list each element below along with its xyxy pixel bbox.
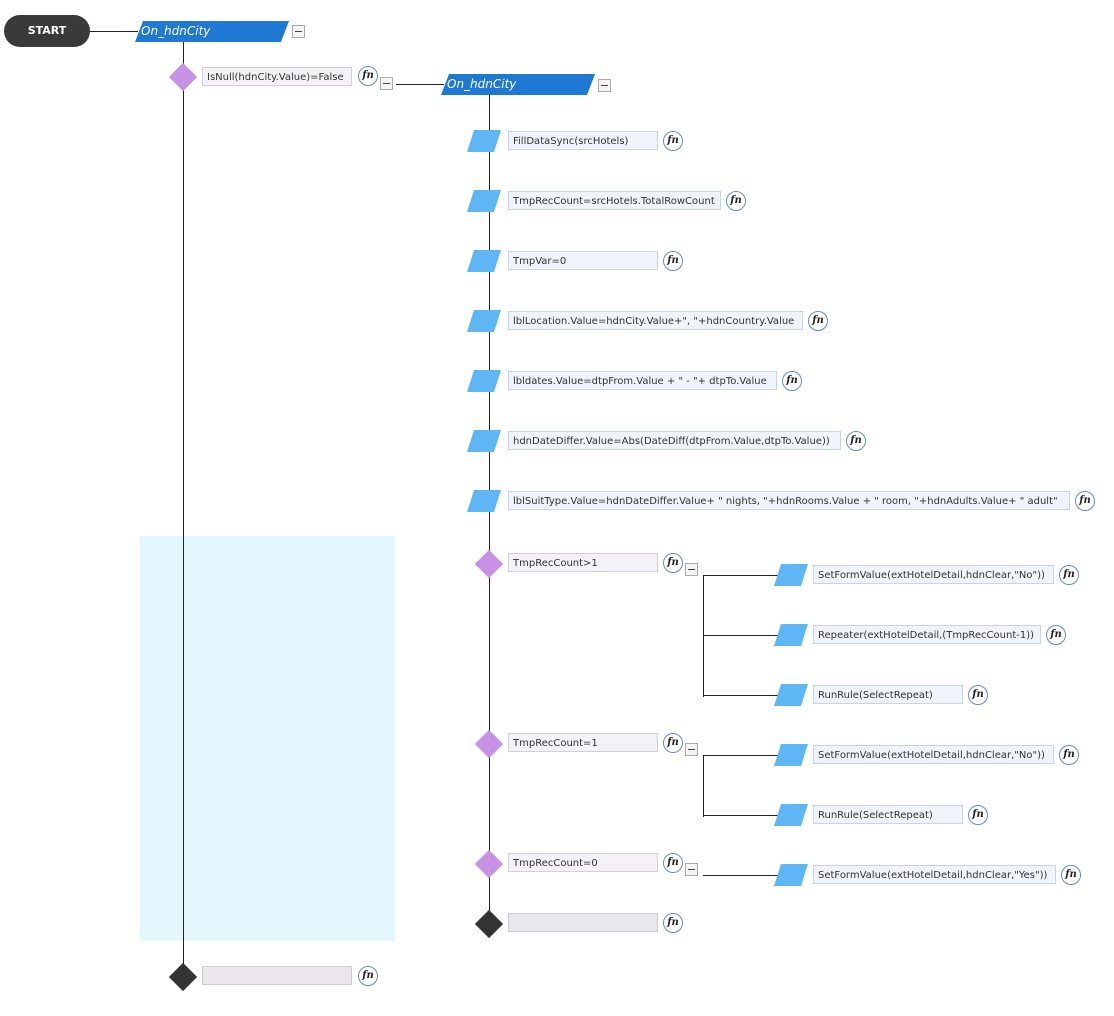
action-shape: [467, 310, 501, 332]
condition-eq1[interactable]: TmpRecCount=1: [508, 733, 658, 752]
connector: [703, 815, 779, 816]
fn-icon[interactable]: fn: [1059, 565, 1079, 585]
action-shape: [467, 250, 501, 272]
end-diamond[interactable]: [474, 909, 504, 939]
connector: [703, 875, 779, 876]
fn-icon[interactable]: fn: [1075, 491, 1095, 511]
action-shape: [774, 684, 808, 706]
fn-icon[interactable]: fn: [782, 371, 802, 391]
collapse-toggle[interactable]: [598, 79, 611, 92]
condition-diamond[interactable]: [474, 849, 504, 879]
connector: [703, 575, 779, 576]
action-setformvalue-no[interactable]: SetFormValue(extHotelDetail,hdnClear,"No…: [813, 565, 1054, 584]
action-shape: [774, 564, 808, 586]
empty-condition[interactable]: [202, 966, 352, 985]
action-lbldates[interactable]: lbldates.Value=dtpFrom.Value + " - "+ dt…: [508, 371, 777, 390]
fn-icon[interactable]: fn: [968, 805, 988, 825]
connector: [703, 755, 704, 817]
fn-icon[interactable]: fn: [1061, 865, 1081, 885]
action-repeater[interactable]: Repeater(extHotelDetail,(TmpRecCount-1)): [813, 625, 1041, 644]
fn-icon[interactable]: fn: [358, 966, 378, 986]
condition-diamond[interactable]: [474, 549, 504, 579]
action-shape: [774, 744, 808, 766]
action-shape: [467, 130, 501, 152]
action-shape: [467, 430, 501, 452]
selection-highlight: [140, 536, 395, 941]
action-setformvalue-yes[interactable]: SetFormValue(extHotelDetail,hdnClear,"Ye…: [813, 865, 1056, 884]
action-shape: [467, 190, 501, 212]
action-shape: [774, 864, 808, 886]
action-runrule[interactable]: RunRule(SelectRepeat): [813, 805, 963, 824]
condition-diamond[interactable]: [474, 729, 504, 759]
connector: [396, 84, 444, 85]
fn-icon[interactable]: fn: [1059, 745, 1079, 765]
connector: [703, 575, 704, 697]
event-on-hdncity-inner[interactable]: On_hdnCity: [441, 74, 595, 95]
event-on-hdncity[interactable]: On_hdnCity: [135, 21, 289, 42]
collapse-toggle[interactable]: [380, 77, 393, 90]
connector: [703, 635, 779, 636]
action-setformvalue-no[interactable]: SetFormValue(extHotelDetail,hdnClear,"No…: [813, 745, 1054, 764]
event-shape: [135, 21, 289, 42]
condition-eq0[interactable]: TmpRecCount=0: [508, 853, 658, 872]
fn-icon[interactable]: fn: [726, 191, 746, 211]
fn-icon[interactable]: fn: [663, 853, 683, 873]
fn-icon[interactable]: fn: [663, 733, 683, 753]
action-shape: [467, 370, 501, 392]
empty-condition[interactable]: [508, 913, 658, 932]
action-shape: [467, 490, 501, 512]
fn-icon[interactable]: fn: [663, 913, 683, 933]
fn-icon[interactable]: fn: [663, 131, 683, 151]
action-hdndatediffer[interactable]: hdnDateDiffer.Value=Abs(DateDiff(dtpFrom…: [508, 431, 841, 450]
action-lblsuittype[interactable]: lblSuitType.Value=hdnDateDiffer.Value+ "…: [508, 491, 1070, 510]
event-label: On_hdnCity: [141, 24, 211, 38]
fn-icon[interactable]: fn: [1046, 625, 1066, 645]
event-label: On_hdnCity: [447, 77, 517, 91]
action-filldatasync[interactable]: FillDataSync(srcHotels): [508, 131, 658, 150]
collapse-toggle[interactable]: [685, 563, 698, 576]
fn-icon[interactable]: fn: [808, 311, 828, 331]
collapse-toggle[interactable]: [685, 863, 698, 876]
fn-icon[interactable]: fn: [846, 431, 866, 451]
condition-gt1[interactable]: TmpRecCount>1: [508, 553, 658, 572]
end-diamond[interactable]: [168, 962, 198, 992]
collapse-toggle[interactable]: [292, 25, 305, 38]
fn-icon[interactable]: fn: [663, 251, 683, 271]
connector: [703, 755, 779, 756]
connector: [183, 41, 184, 978]
condition-diamond[interactable]: [168, 62, 198, 92]
action-tmpvar[interactable]: TmpVar=0: [508, 251, 658, 270]
connector: [90, 31, 138, 32]
action-tmpreccount[interactable]: TmpRecCount=srcHotels.TotalRowCount: [508, 191, 721, 210]
fn-icon[interactable]: fn: [663, 553, 683, 573]
action-shape: [774, 624, 808, 646]
action-runrule[interactable]: RunRule(SelectRepeat): [813, 685, 963, 704]
event-shape: [441, 74, 595, 95]
action-shape: [774, 804, 808, 826]
start-node[interactable]: START: [4, 15, 90, 47]
fn-icon[interactable]: fn: [358, 66, 378, 86]
action-lbllocation[interactable]: lblLocation.Value=hdnCity.Value+", "+hdn…: [508, 311, 803, 330]
fn-icon[interactable]: fn: [968, 685, 988, 705]
collapse-toggle[interactable]: [685, 743, 698, 756]
connector: [703, 695, 779, 696]
condition-isnull[interactable]: IsNull(hdnCity.Value)=False: [202, 67, 352, 86]
